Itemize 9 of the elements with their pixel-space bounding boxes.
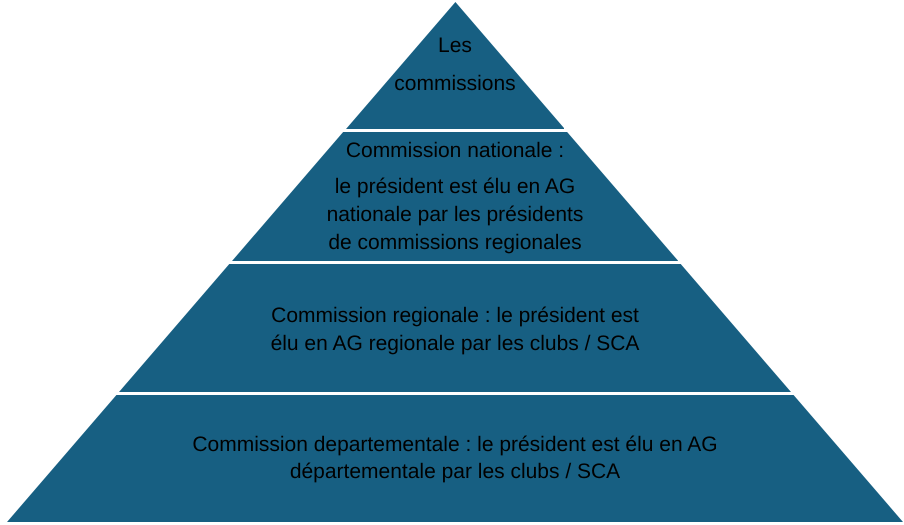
tier-label: le président est élu en AG nationale par les présidents de commissions regionales — [326, 174, 584, 256]
pyramid-tier — [232, 132, 678, 261]
tier-heading: Commission nationale : — [344, 138, 566, 164]
tier-label: Commission regionale : le président est élu en AG regionale par les clubs / SCA — [270, 303, 640, 357]
tier-label: Commission departementale : le président est élu en AG départementale par les clubs / SCA — [191, 432, 719, 485]
tier-label: Les commissions — [393, 33, 517, 97]
pyramid-tier — [346, 2, 564, 129]
pyramid-tier — [7, 395, 903, 522]
pyramid-tier — [119, 264, 791, 392]
